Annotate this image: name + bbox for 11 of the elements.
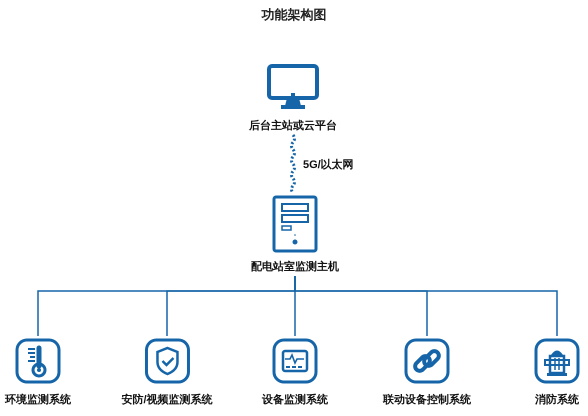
edge-label: 5G/以太网 [303, 157, 354, 172]
node-label: 后台主站或云平台 [249, 118, 337, 133]
node-label: 环境监测系统 [5, 392, 71, 407]
connector-line [294, 276, 558, 336]
node-label: 安防/视频监测系统 [121, 392, 213, 407]
node-label: 配电站室监测主机 [251, 260, 339, 274]
connector-line [290, 134, 296, 194]
diagram-title: 功能架构图 [260, 6, 328, 24]
node-label: 消防系统 [535, 392, 579, 407]
node-label: 设备监测系统 [262, 392, 328, 407]
node-label: 联动设备控制系统 [383, 392, 471, 407]
